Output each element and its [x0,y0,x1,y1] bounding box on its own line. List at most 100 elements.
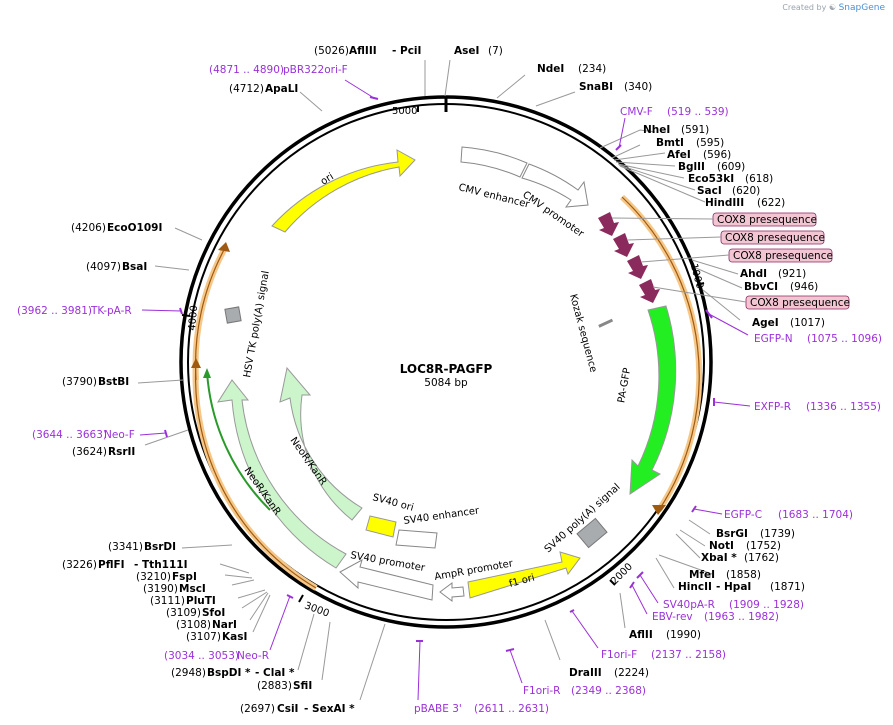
site-labels: (5026) AflIII - PciI AseI (7) NdeI (234)… [62,45,825,715]
site-name-fspi: FspI [172,571,197,583]
sv40-enhancer-label: SV40 enhancer [403,505,481,527]
cmv-enhancer-feature [460,146,528,178]
kozak-label: Kozak sequence [567,293,599,374]
site-pos-bsrdi: (3341) [108,541,143,553]
site-pos-rsrii: (3624) [72,446,107,458]
primer-range-cmvf: (519 .. 539) [667,106,729,118]
highlight-arrow-cox8 [652,505,666,515]
sv40-promoter-feature [339,558,434,601]
site-pos-bglii: (609) [717,161,745,173]
site-pos-afiii: (1990) [666,629,701,641]
site-name-sfoi: SfoI [202,607,225,619]
site-extra-name-bspdi: ClaI * [263,667,295,679]
site-pos-afliii: (5026) [314,45,349,57]
site-name-rsrii: RsrII [108,446,135,458]
site-name-bspdi: BspDI * [207,667,251,679]
credit-prefix: Created by [782,3,827,12]
hsvtk-polya-feature [224,306,242,324]
primer-range-neor: (3034 .. 3053) [164,650,239,662]
primer-range-pbabe: (2611 .. 2631) [474,703,549,715]
site-pos-apali: (4712) [229,83,264,95]
presequence-label-1: COX8 presequence [717,214,817,226]
tick-label-2000: 2000 [609,561,635,587]
site-extra-name-pflfi: Tth111I [142,559,187,571]
primer-range-tkpar: (3962 .. 3981) [17,305,92,317]
neor-feature-inner [279,366,363,521]
tick-2000 [609,579,616,586]
pagfp-label: PA-GFP [616,367,633,404]
cmv-promoter-feature [521,163,589,208]
snapgene-logo-icon: ☯ [828,3,837,12]
cox8-arrow-2 [613,233,634,257]
site-name-kasi: KasI [222,631,247,643]
presequence-label-3: COX8 presequence [733,250,833,262]
primer-name-f1orif: F1ori-F [601,649,637,661]
highlight-core-neo [194,361,317,589]
ampr-promoter-feature [439,582,465,602]
primer-labels: (4871 .. 4890) pBR322ori-F CMV-F (519 ..… [17,64,882,715]
primer-name-tkpar: TK-pA-R [90,305,132,317]
site-name-ahdi: AhdI [740,268,767,280]
site-pos-sfoi: (3109) [166,607,201,619]
site-pos-hindiii: (622) [757,197,785,209]
snapgene-credit: Created by ☯ SnapGene [782,3,885,13]
site-pos-bstbi: (3790) [62,376,97,388]
credit-brand: SnapGene [838,3,885,13]
site-name-pluti: PluTI [186,595,216,607]
site-pos-eco0109i: (4206) [71,222,106,234]
site-name-afei: AfeI [667,149,691,161]
site-pos-afei: (596) [703,149,731,161]
neo-inner-arrow [203,368,211,378]
site-name-nhei: NheI [643,124,670,136]
primer-range-f1orir: (2349 .. 2368) [571,685,646,697]
site-pos-csii: (2697) [240,703,275,715]
site-name-eco53ki: Eco53kI [688,173,734,185]
plasmid-name: LOC8R-PAGFP [400,362,493,376]
neo-inner-arc [206,371,271,511]
site-pos-pflfi: (3226) [62,559,97,571]
site-extra-afliii: - PciI [392,45,421,57]
site-name-ndei: NdeI [537,63,564,75]
primer-range-egfpc: (1683 .. 1704) [778,509,853,521]
primer-range-exfpr: (1336 .. 1355) [806,401,881,413]
f1ori-feature [467,551,581,599]
site-pos-eco53ki: (618) [745,173,773,185]
site-name-bsrgi: BsrGI [716,528,748,540]
site-name-snabi: SnaBI [579,81,613,93]
plasmid-length: 5084 bp [424,377,468,389]
site-pos-draiii: (2224) [614,667,649,679]
site-pos-nhei: (591) [681,124,709,136]
site-pos-xbai: (1762) [744,552,779,564]
primer-range-sv40pa: (1909 .. 1928) [729,599,804,611]
primer-range-ebvrev: (1963 .. 1982) [704,611,779,623]
site-name-bsrdi: BsrDI [144,541,176,553]
primer-range-pbr322: (4871 .. 4890) [209,64,284,76]
neor-feature-outer [216,379,347,569]
primer-range-f1orif: (2137 .. 2158) [651,649,726,661]
site-pos-bbvci: (946) [790,281,818,293]
site-extra-name-csii: SexAI * [312,703,355,715]
site-pos-bmti: (595) [696,137,724,149]
primer-name-sv40pa: SV40pA-R [663,599,715,611]
site-pos-agei: (1017) [790,317,825,329]
site-name-bmti: BmtI [656,137,684,149]
cmv-enhancer-label: CMV enhancer [457,182,531,210]
primer-name-pbr322: pBR322ori-F [283,64,348,76]
site-name-hincii: HincII [678,581,712,593]
site-name-afiii: AflII [629,629,653,641]
site-name-bstbi: BstBI [98,376,129,388]
highlight-core-cox8 [621,196,700,511]
site-name-bglii: BglII [678,161,705,173]
sv40-ori-label: SV40 ori [371,492,415,514]
presequence-box-4 [745,295,850,310]
presequence-box-1 [712,212,817,227]
site-extra-bspdi: - ClaI * [255,667,295,679]
site-name-afliii: AflIII [349,45,377,57]
leader-lines [137,59,743,701]
sv40-enhancer-feature [395,529,438,549]
scale-ticks [181,98,705,603]
site-name-eco0109i: EcoO109I [107,222,162,234]
site-extra-name-afliii: PciI [400,45,421,57]
site-name-draiii: DraIII [569,667,602,679]
